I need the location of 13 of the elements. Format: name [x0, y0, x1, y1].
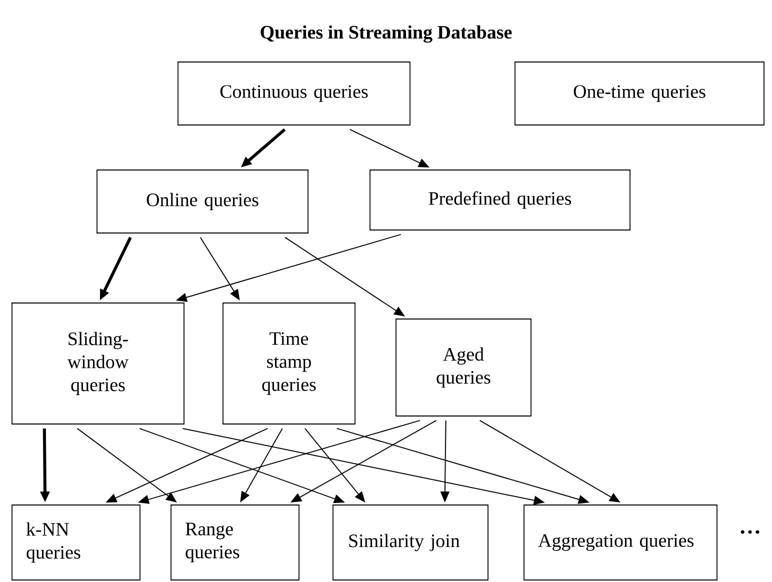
query-box: Sliding-window queries [12, 302, 184, 424]
query-box: Similarity join [332, 504, 488, 580]
query-box: One-time queries [514, 62, 764, 126]
query-box: Online queries [96, 170, 308, 234]
query-box: Time stamp queries [222, 302, 356, 424]
query-box: Range queries [170, 504, 300, 580]
query-box: Aggregation queries [524, 504, 718, 580]
query-box: Predefined queries [370, 170, 630, 230]
query-box: k-NN queries [12, 504, 140, 580]
query-box: Aged queries [396, 318, 532, 416]
query-box: Continuous queries [178, 62, 410, 126]
title: Queries in Streaming Database [260, 25, 512, 43]
ellipsis: … [740, 530, 760, 534]
